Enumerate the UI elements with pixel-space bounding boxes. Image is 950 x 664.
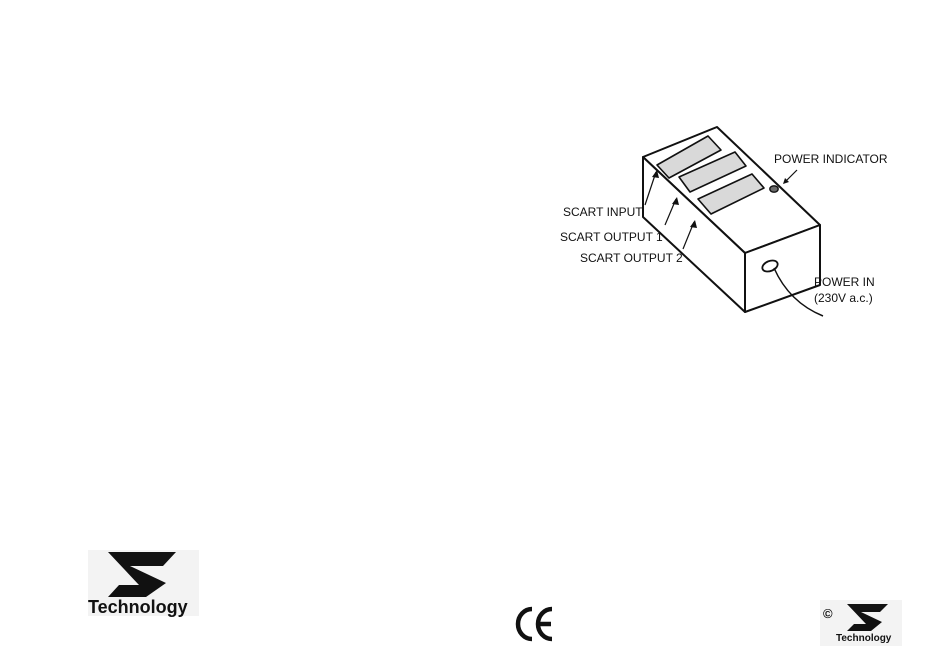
label-scart-input: SCART INPUT: [563, 205, 643, 219]
ce-mark-e: [538, 609, 552, 639]
label-power-indicator: POWER INDICATOR: [774, 152, 888, 166]
ce-mark-icon: CE: [518, 609, 552, 639]
left-technology-logo: Technology: [88, 550, 199, 617]
label-power-in-voltage: (230V a.c.): [814, 291, 873, 305]
right-technology-logo: © Technology: [820, 600, 902, 646]
label-scart-output-1: SCART OUTPUT 1: [560, 230, 663, 244]
ce-mark-c: [518, 609, 532, 639]
copyright-symbol: ©: [823, 606, 833, 621]
power-indicator-led: [770, 186, 778, 192]
left-logo-wordmark: Technology: [88, 597, 188, 617]
right-logo-wordmark: Technology: [836, 633, 892, 644]
label-power-in: POWER IN: [814, 275, 875, 289]
label-scart-output-2: SCART OUTPUT 2: [580, 251, 683, 265]
